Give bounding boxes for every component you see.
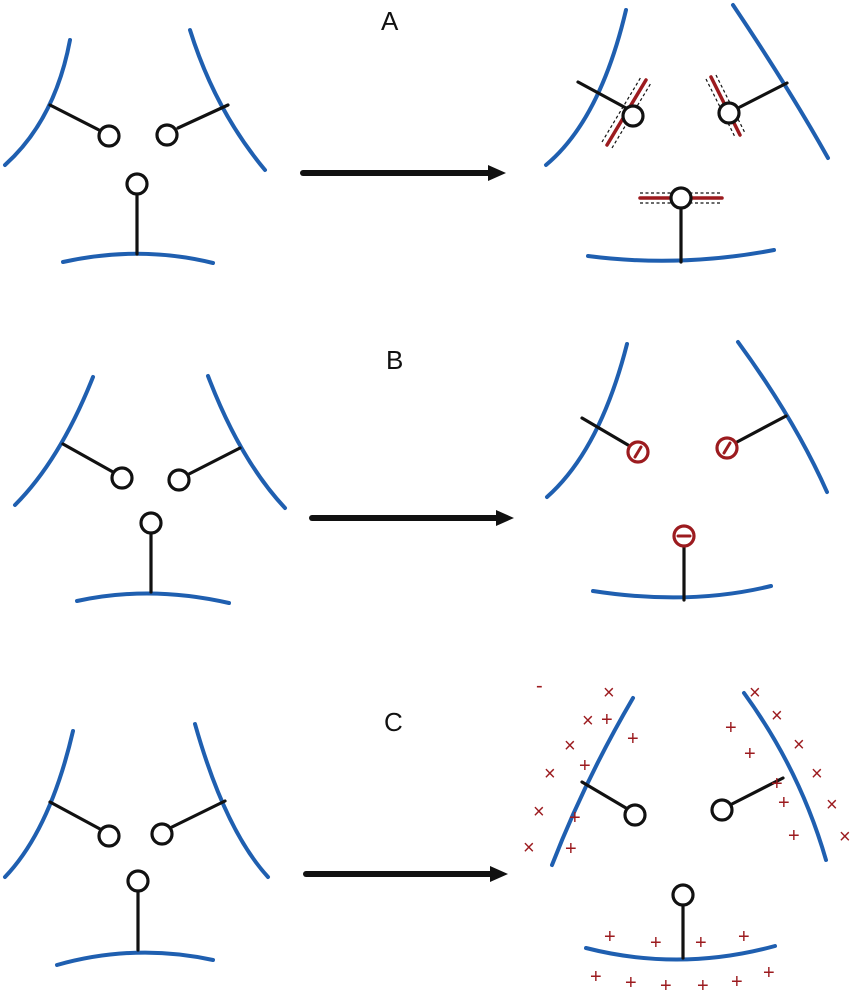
- panel-b-before: [13, 374, 287, 605]
- charge-plus: +: [590, 966, 602, 988]
- membrane-left: [550, 696, 635, 867]
- stalk-left: [48, 103, 101, 132]
- charge-plus: +: [660, 975, 672, 997]
- charge-cross: ×: [771, 705, 783, 727]
- knob-left: [623, 803, 647, 827]
- knob-bottom: [126, 869, 150, 893]
- arrow-c: [303, 866, 508, 882]
- charge-plus: +: [771, 773, 783, 795]
- panel-c-after: - × × × × × × + + + + + × × × × × × + + …: [523, 675, 851, 997]
- knob-right: [710, 798, 734, 822]
- membrane-bottom: [584, 944, 777, 962]
- charge-cross: ×: [749, 682, 761, 704]
- stalk-left: [580, 416, 630, 447]
- stalk-right: [170, 799, 227, 829]
- charge-cross: ×: [826, 794, 838, 816]
- membrane-bottom: [591, 584, 773, 600]
- charge-cross: ×: [793, 734, 805, 756]
- panel-label-a: A: [381, 6, 399, 36]
- stalk-right: [176, 103, 230, 130]
- stalk-left: [576, 80, 628, 110]
- charge-cross: ×: [839, 826, 851, 848]
- charge-cross: ×: [564, 735, 576, 757]
- knob-bottom: [671, 883, 695, 907]
- knob-right: [167, 468, 191, 492]
- knob-left: [110, 466, 134, 490]
- charge-plus: +: [601, 709, 613, 731]
- charge-cross: ×: [582, 710, 594, 732]
- panel-b-after: [545, 340, 829, 602]
- membrane-left: [3, 729, 75, 879]
- panel-label-b: B: [386, 345, 403, 375]
- knob-left: [621, 104, 645, 128]
- knob-left: [97, 124, 121, 148]
- knob-right: [150, 822, 174, 846]
- charge-plus: +: [625, 972, 637, 994]
- charge-plus: +: [788, 825, 800, 847]
- knob-bottom: [125, 172, 149, 196]
- membrane-right: [742, 691, 828, 862]
- charge-dash: -: [536, 675, 543, 697]
- charge-plus: +: [604, 926, 616, 948]
- charge-plus: +: [763, 962, 775, 984]
- charge-plus: +: [697, 975, 709, 997]
- charge-plus: +: [569, 807, 581, 829]
- charge-cross: ×: [811, 763, 823, 785]
- membrane-bottom: [61, 251, 215, 265]
- stalk-left: [580, 780, 628, 810]
- panel-label-c: C: [384, 707, 403, 737]
- membrane-right: [193, 722, 270, 879]
- knob-right: [717, 101, 741, 125]
- panel-c-before: [3, 722, 270, 967]
- membrane-left: [13, 375, 95, 507]
- charge-plus: +: [650, 932, 662, 954]
- charge-cross: ×: [544, 763, 556, 785]
- charge-plus: +: [565, 838, 577, 860]
- knob-left: [97, 824, 121, 848]
- panel-a-before: [3, 28, 267, 265]
- membrane-right: [731, 3, 830, 160]
- stalk-right: [738, 81, 789, 109]
- membrane-bottom: [55, 950, 215, 967]
- membrane-right: [206, 374, 287, 510]
- membrane-left: [545, 342, 629, 499]
- membrane-left: [544, 8, 628, 167]
- charge-plus: +: [778, 792, 790, 814]
- membrane-left: [3, 38, 72, 167]
- arrow-a: [300, 165, 506, 181]
- stalk-right: [730, 776, 785, 806]
- charge-cross: ×: [523, 837, 535, 859]
- stalk-right: [735, 414, 788, 444]
- charge-cross: ×: [533, 801, 545, 823]
- stalk-left: [61, 442, 115, 474]
- charge-plus: +: [579, 755, 591, 777]
- charge-plus: +: [744, 743, 756, 765]
- charge-plus: +: [731, 971, 743, 993]
- charge-plus: +: [627, 728, 639, 750]
- stalk-right: [187, 446, 242, 476]
- panel-a-after: [544, 3, 830, 264]
- arrow-b: [309, 510, 514, 526]
- membrane-bottom: [75, 591, 231, 605]
- charge-plus: +: [695, 932, 707, 954]
- charge-plus: +: [725, 717, 737, 739]
- minus-icon: [722, 441, 732, 455]
- knob-bottom: [139, 511, 163, 535]
- minus-icon: [633, 445, 643, 459]
- charge-cross: ×: [603, 682, 615, 704]
- membrane-right: [188, 28, 267, 172]
- charge-plus: +: [738, 926, 750, 948]
- stalk-left: [48, 800, 102, 831]
- knob-right: [155, 123, 179, 147]
- charge-cloud: - × × × × × × + + + + + × × × × × × + + …: [523, 675, 851, 997]
- knob-bottom: [669, 186, 693, 210]
- membrane-right: [736, 340, 829, 494]
